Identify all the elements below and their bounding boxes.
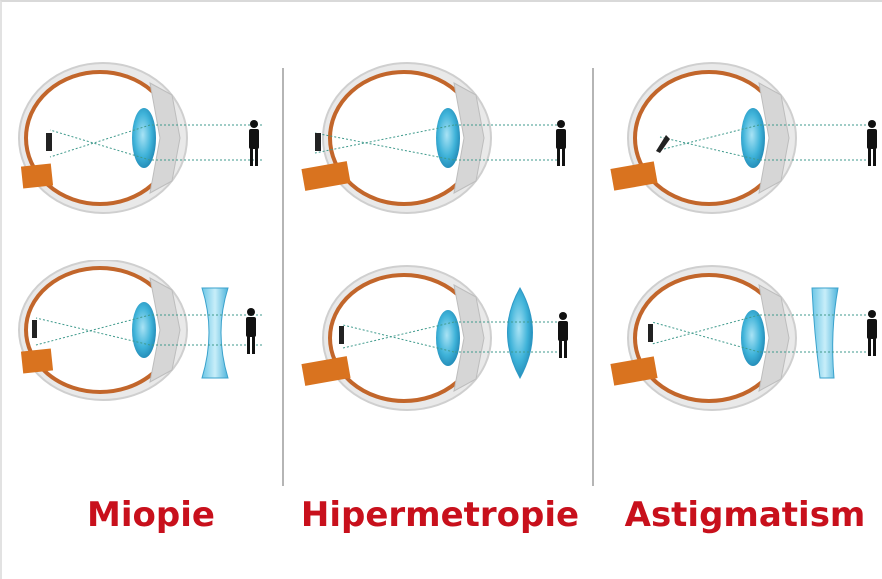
convex-lens-icon bbox=[508, 288, 533, 378]
concave-lens-icon bbox=[202, 288, 228, 378]
eye-cross-section-icon bbox=[301, 266, 491, 410]
inverted-image-icon bbox=[46, 133, 52, 151]
eye-diagram-uncorrected bbox=[0, 55, 290, 215]
label-hipermetropie: Hipermetropie bbox=[295, 490, 585, 540]
panel-miopie: Miopie bbox=[0, 0, 290, 579]
eye-diagram-corrected bbox=[0, 260, 290, 420]
eye-cross-section-icon bbox=[19, 63, 187, 213]
eye-cross-section-icon bbox=[610, 266, 796, 410]
eye-diagram-uncorrected bbox=[295, 55, 585, 215]
person-silhouette-icon bbox=[556, 120, 566, 166]
label-astigmatism: Astigmatism bbox=[600, 490, 882, 540]
inverted-image-icon bbox=[315, 133, 321, 151]
person-silhouette-icon bbox=[558, 312, 568, 358]
eye-cross-section-icon bbox=[19, 260, 187, 400]
cylindrical-lens-icon bbox=[812, 288, 838, 378]
eye-diagram-corrected bbox=[600, 260, 882, 420]
eye-cross-section-icon bbox=[610, 63, 796, 213]
inverted-image-icon bbox=[339, 326, 344, 344]
eye-diagram-corrected bbox=[295, 260, 585, 420]
eye-diagram-uncorrected bbox=[600, 55, 882, 215]
person-silhouette-icon bbox=[867, 120, 877, 166]
panel-hipermetropie: Hipermetropie bbox=[295, 0, 585, 579]
person-silhouette-icon bbox=[249, 120, 259, 166]
divider-right bbox=[592, 68, 594, 486]
person-silhouette-icon bbox=[246, 308, 256, 354]
inverted-image-icon bbox=[32, 320, 37, 338]
person-silhouette-icon bbox=[867, 310, 877, 356]
panel-astigmatism: Astigmatism bbox=[600, 0, 882, 579]
inverted-image-icon bbox=[648, 324, 653, 342]
label-miopie: Miopie bbox=[6, 490, 296, 540]
eye-cross-section-icon bbox=[301, 63, 491, 213]
